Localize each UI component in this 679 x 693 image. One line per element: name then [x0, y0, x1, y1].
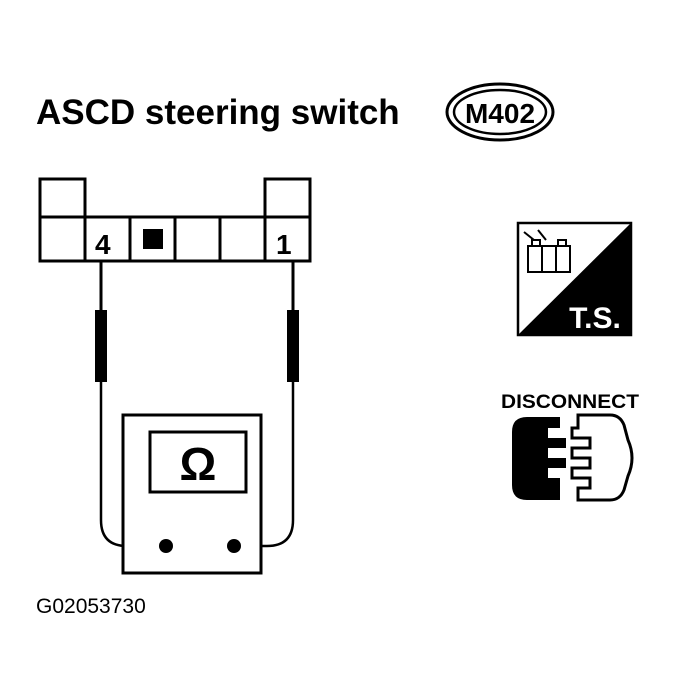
connector-id-label: M402	[465, 98, 535, 129]
meter-terminal-right	[227, 539, 241, 553]
disconnect-icon: DISCONNECT	[501, 392, 639, 502]
terminal-4-label: 4	[95, 229, 111, 260]
diagram-title: ASCD steering switch	[36, 93, 400, 132]
ts-label: T.S.	[569, 302, 621, 335]
terminal-1-label: 1	[276, 229, 292, 260]
meter-terminal-left	[159, 539, 173, 553]
ohmmeter: Ω	[121, 413, 263, 575]
ohm-symbol: Ω	[180, 438, 217, 490]
figure-id: G02053730	[36, 595, 146, 618]
connector-pictogram-icon	[523, 229, 571, 273]
connector-key-mark	[143, 229, 163, 249]
ohmmeter-display	[148, 430, 248, 494]
ts-icon: T.S.	[516, 221, 633, 337]
connector-id-badge: M402	[445, 82, 555, 142]
connector-m402	[38, 177, 312, 263]
disconnect-label: DISCONNECT	[501, 392, 639, 413]
right-probe	[234, 262, 299, 548]
